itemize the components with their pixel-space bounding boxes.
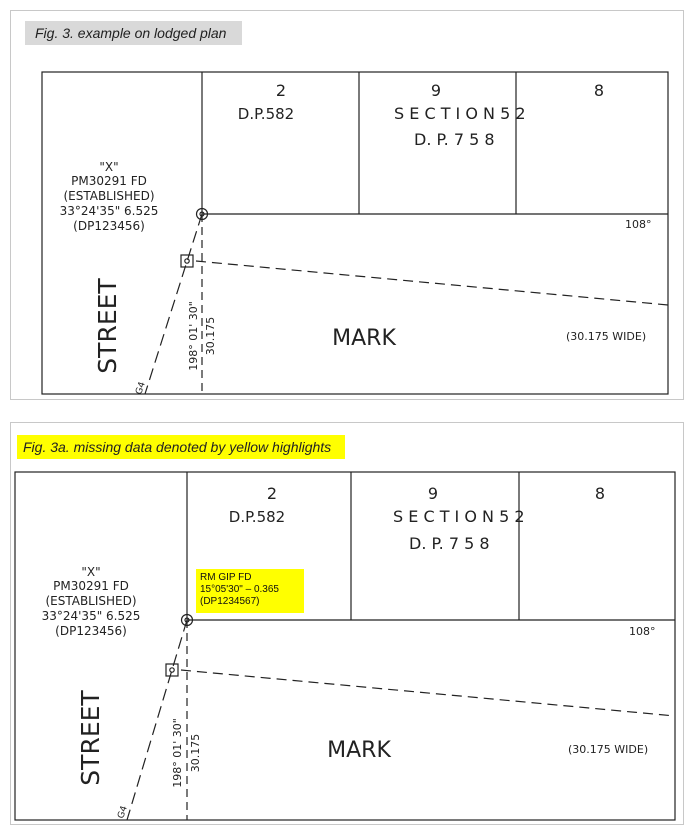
dp-reference-label: (DP123456) <box>73 219 145 233</box>
pm-mark-icon <box>195 207 209 221</box>
figure-3-caption: Fig. 3. example on lodged plan <box>25 21 243 45</box>
ga-label: G4 <box>134 381 148 396</box>
mark-label: MARK <box>327 738 391 763</box>
lot-8-number: 8 <box>595 484 605 503</box>
figure-3a-plan-drawing: 2 D.P.582 9 8 S E C T I O N 5 2 D. P. 7 … <box>14 471 676 821</box>
reference-mark-icon <box>180 254 194 268</box>
angle-108-label: 108° <box>625 218 652 231</box>
dp-reference-label: (DP123456) <box>55 624 127 638</box>
lot-9-number: 9 <box>431 81 441 100</box>
established-label: (ESTABLISHED) <box>45 594 136 608</box>
figure-3a-caption: Fig. 3a. missing data denoted by yellow … <box>17 435 346 459</box>
reference-mark-icon <box>165 663 179 677</box>
road-width-label: (30.175 WIDE) <box>566 330 646 343</box>
lot-9-number: 9 <box>428 484 438 503</box>
lot-8-number: 8 <box>594 81 604 100</box>
pm-mark-center-icon <box>184 617 190 623</box>
figure-3a-panel: Fig. 3a. missing data denoted by yellow … <box>10 422 684 825</box>
street-side-dashed-line <box>144 213 203 395</box>
pm-label: PM30291 FD <box>53 579 129 593</box>
dp-758-label: D. P. 7 5 8 <box>409 534 490 553</box>
dp-582-label: D.P.582 <box>238 105 294 123</box>
figure-3-plan-drawing: 2 D.P.582 9 8 S E C T I O N 5 2 D. P. 7 … <box>41 71 669 396</box>
road-dashed-line <box>195 260 669 306</box>
distance-30175-label: 30.175 <box>189 734 202 773</box>
reference-mark-center-icon <box>184 258 190 264</box>
dp-758-label: D. P. 7 5 8 <box>414 130 495 149</box>
lot-2-number: 2 <box>267 484 277 503</box>
lot-2-number: 2 <box>276 81 286 100</box>
pm-mark-icon <box>180 613 194 627</box>
missing-data-highlight-note: RM GIP FD 15°05'30" – 0.365 (DP1234567) <box>196 569 304 613</box>
pm-label: PM30291 FD <box>71 174 147 188</box>
station-label: "X" <box>81 565 100 579</box>
bearing-198-label: 198° 01' 30" <box>187 301 200 371</box>
reference-mark-center-icon <box>169 667 175 673</box>
angle-108-label: 108° <box>629 625 656 638</box>
road-width-label: (30.175 WIDE) <box>568 743 648 756</box>
ga-label: G4 <box>116 805 130 820</box>
road-dashed-line <box>180 669 676 717</box>
station-label: "X" <box>99 160 118 174</box>
street-label: STREET <box>93 278 122 374</box>
pm-mark-center-icon <box>199 211 205 217</box>
section-label: S E C T I O N 5 2 <box>393 507 525 526</box>
established-label: (ESTABLISHED) <box>63 189 154 203</box>
bearing-distance-label: 33°24'35" 6.525 <box>42 609 141 623</box>
bearing-distance-label: 33°24'35" 6.525 <box>60 204 159 218</box>
plan-frame <box>14 471 676 821</box>
plan-frame <box>41 71 669 395</box>
dp-582-label: D.P.582 <box>229 508 285 526</box>
distance-30175-label: 30.175 <box>204 317 217 356</box>
section-label: S E C T I O N 5 2 <box>394 104 526 123</box>
bearing-198-label: 198° 01' 30" <box>171 718 184 788</box>
mark-label: MARK <box>332 326 396 351</box>
street-label: STREET <box>76 690 105 786</box>
figure-3-panel: Fig. 3. example on lodged plan 2 D.P.582… <box>10 10 684 400</box>
